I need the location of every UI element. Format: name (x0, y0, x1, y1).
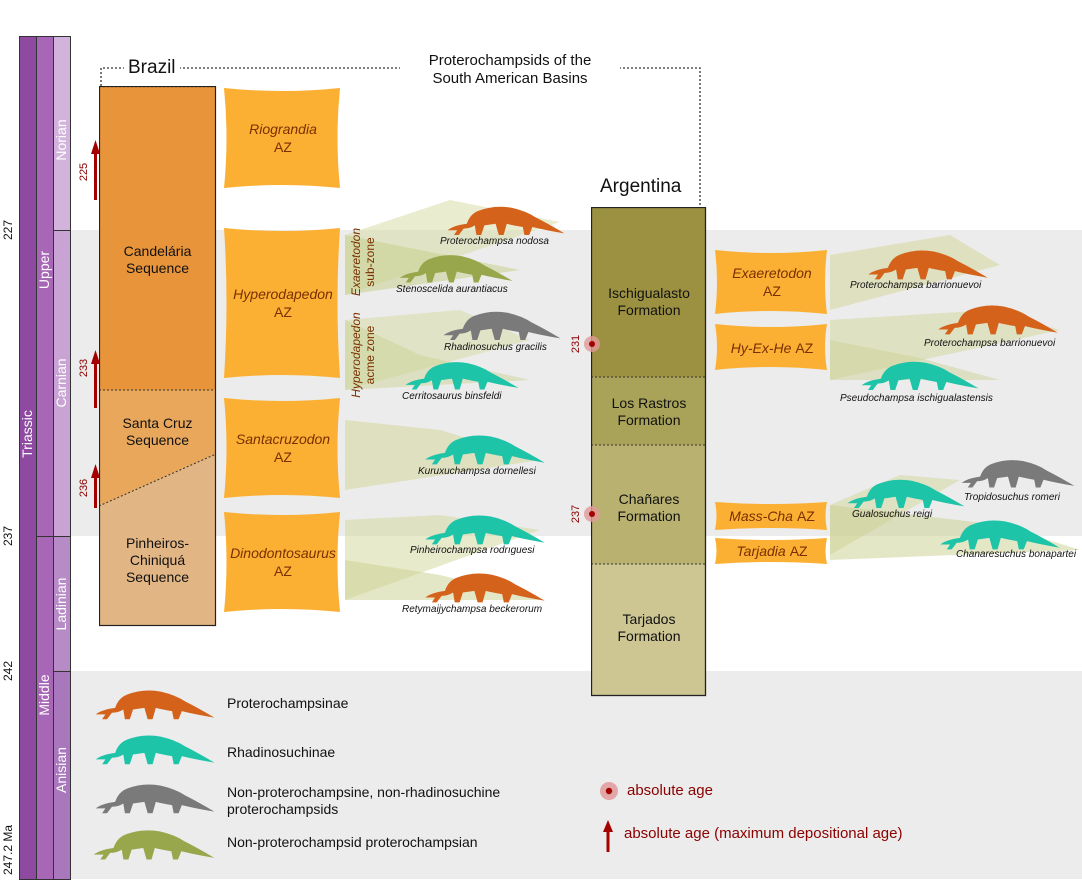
az-tarjadia-suffix: AZ (789, 543, 808, 559)
legend-label-rhadinosuchinae: Rhadinosuchinae (227, 744, 336, 760)
species-kuruxuchampsa: Kuruxuchampsa dornellesi (418, 466, 536, 477)
legend-absolute-age-icon (600, 782, 618, 800)
az-arg-exaeretodon-genus: Exaeretodon (732, 265, 812, 281)
silhouette-pinheirochampsa (425, 515, 545, 545)
legend-absolute-age: absolute age (627, 782, 713, 799)
sequence-pinheiros-chiniqua: Pinheiros- Chiniquá Sequence (125, 534, 190, 585)
subzone-hyperodapedon: Hyperodapedon acme zone (349, 312, 377, 397)
silhouette-proterochampsa-nodosa (447, 206, 565, 235)
az-santacruzodon: Santacruzodon AZ (224, 400, 342, 496)
legend-silhouette-non-proterochampsid (93, 830, 215, 860)
az-mass-cha-genus: Mass-Cha (729, 508, 793, 524)
argentina-az-shapes (715, 250, 827, 564)
species-proterochampsa-nodosa: Proterochampsa nodosa (440, 236, 549, 247)
az-tarjadia-genus: Tarjadia (736, 543, 786, 559)
brazil-az-shapes (224, 88, 340, 612)
argentina-formation-column (591, 207, 707, 697)
az-arg-exaeretodon: Exaeretodon AZ (715, 252, 829, 312)
subzone-exaeretodon: Exaeretodon sub-zone (349, 228, 377, 296)
legend-label-non-proterochampsine: Non-proterochampsine, non-rhadinosuchine… (227, 784, 501, 817)
az-riograndia-suffix: AZ (274, 139, 292, 155)
az-hy-ex-he-genus: Hy-Ex-He (730, 340, 792, 356)
legend-max-depositional-age: absolute age (maximum depositional age) (624, 825, 903, 842)
species-p-barrionuevoi-1: Proterochampsa barrionuevoi (850, 280, 982, 291)
az-hyperodapedon: Hyperodapedon AZ (224, 230, 342, 376)
formation-ischigualasto: Ischigualasto Formation (608, 285, 690, 318)
silhouette-gualosuchus (847, 479, 965, 508)
species-retymaijychampsa: Retymaijychampsa beckerorum (402, 604, 543, 615)
legend-silhouette-rhadinosuchinae (95, 735, 215, 765)
argentina-age-237: 237 (570, 504, 582, 524)
az-mass-cha-suffix: AZ (796, 508, 815, 524)
az-hy-ex-he-suffix: AZ (795, 340, 814, 356)
anisian-band (70, 671, 1082, 879)
stage-anisian (53, 671, 71, 880)
subzone-exaeretodon-label: sub-zone (363, 237, 377, 287)
silhouette-kuruxuchampsa (425, 435, 545, 465)
main-title: Proterochampsids of the South American B… (400, 52, 620, 88)
species-p-barrionuevoi-2: Proterochampsa barrionuevoi (924, 338, 1056, 349)
az-santacruzodon-genus: Santacruzodon (235, 431, 331, 447)
silhouette-tropidosuchus (961, 460, 1075, 488)
brazil-age-236: 236 (78, 478, 90, 498)
legend-silhouette-proterochampsinae (95, 690, 215, 720)
species-cerritosaurus: Cerritosaurus binsfeldi (402, 391, 502, 402)
az-hy-ex-he: Hy-Ex-He AZ (715, 326, 829, 370)
argentina-age-dots (584, 336, 600, 522)
az-dinodontosaurus-genus: Dinodontosaurus (230, 545, 336, 561)
species-pinheirochampsa: Pinheirochampsa rodrıguesi (410, 545, 535, 556)
species-gualosuchus: Gualosuchus reigi (852, 509, 933, 520)
silhouette-retymaijychampsa (425, 573, 545, 603)
species-pseudochampsa: Pseudochampsa ischigualastensis (840, 393, 993, 404)
az-mass-cha: Mass-Cha AZ (715, 502, 829, 530)
az-dinodontosaurus: Dinodontosaurus AZ (224, 514, 342, 610)
species-rhadinosuchus: Rhadinosuchus gracilis (444, 342, 547, 353)
az-riograndia: Riograndia AZ (224, 90, 342, 186)
subzone-hyperodapedon-genus: Hyperodapedon (349, 312, 363, 398)
legend-label-non-proterochampsid: Non-proterochampsid proterochampsian (227, 834, 478, 850)
az-riograndia-genus: Riograndia (249, 121, 317, 137)
main-title-line1: Proterochampsids of the (428, 52, 592, 69)
brazil-age-arrows (91, 140, 100, 508)
argentina-heading: Argentina (596, 176, 686, 198)
formation-chanares: Chañares Formation (617, 491, 681, 524)
brazil-sequence-column (99, 86, 217, 627)
subzone-hyperodapedon-label: acme zone (363, 325, 377, 385)
legend-label-proterochampsinae: Proterochampsinae (227, 695, 349, 711)
silhouette-stenoscelida (399, 255, 513, 283)
az-hyperodapedon-suffix: AZ (274, 304, 292, 320)
brazil-age-225: 225 (78, 162, 90, 182)
formation-los-rastros: Los Rastros Formation (611, 395, 687, 428)
brazil-heading: Brazil (124, 57, 180, 79)
az-santacruzodon-suffix: AZ (274, 449, 292, 465)
silhouette-chanaresuchus (940, 520, 1060, 550)
az-tarjadia: Tarjadia AZ (715, 538, 829, 564)
az-hyperodapedon-genus: Hyperodapedon (233, 286, 333, 302)
species-chanaresuchus: Chanaresuchus bonapartei (956, 549, 1077, 560)
species-stenoscelida: Stenoscelida aurantiacus (396, 284, 508, 295)
silhouette-rhadinosuchus (443, 311, 561, 340)
sequence-candelaria: Candelária Sequence (123, 243, 192, 276)
legend-max-age-arrow-icon (603, 820, 613, 852)
formation-tarjados: Tarjados Formation (617, 611, 681, 644)
silhouette-p-barrionuevoi-2 (938, 305, 1058, 335)
az-dinodontosaurus-suffix: AZ (274, 563, 292, 579)
silhouette-pseudochampsa (861, 361, 979, 390)
subzone-exaeretodon-genus: Exaeretodon (349, 227, 363, 297)
az-arg-exaeretodon-suffix: AZ (763, 283, 781, 299)
brazil-age-233: 233 (78, 358, 90, 378)
silhouette-p-barrionuevoi-1 (868, 250, 988, 280)
main-title-line2: South American Basins (432, 70, 588, 87)
silhouette-cerritosaurus (405, 362, 519, 390)
sequence-santa-cruz: Santa Cruz Sequence (122, 415, 193, 448)
species-tropidosuchus: Tropidosuchus romeri (964, 492, 1060, 503)
argentina-age-231: 231 (570, 334, 582, 354)
legend-silhouette-non-proterochampsine (95, 784, 215, 814)
